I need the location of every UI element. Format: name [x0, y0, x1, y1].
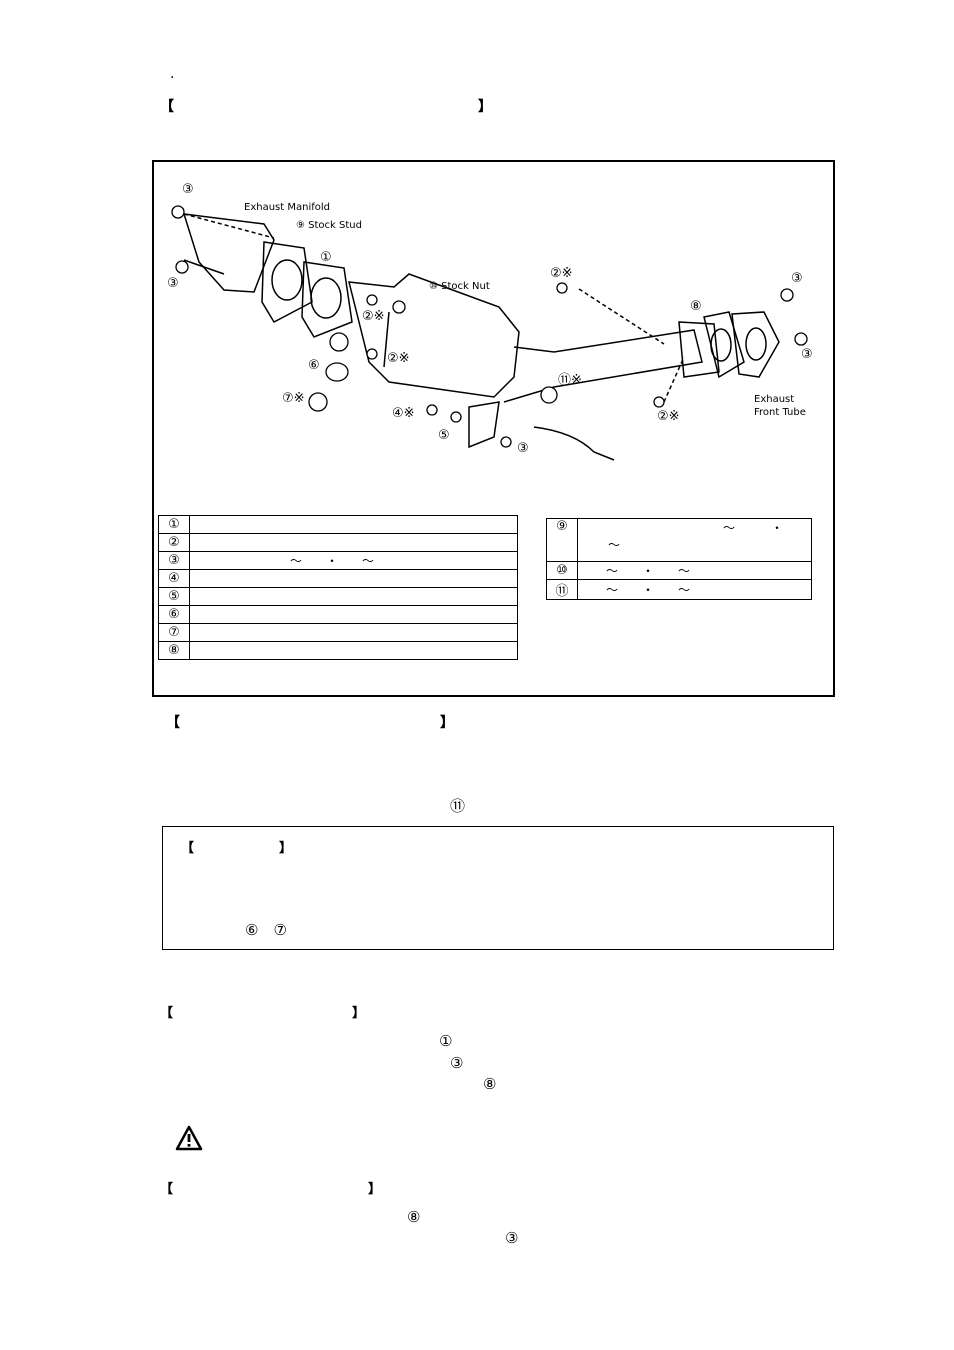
- callout-5: ⑤: [438, 428, 450, 443]
- callout-1: ①: [320, 250, 332, 265]
- notice-refs: ⑥ ⑦: [245, 921, 287, 939]
- callout-11: ⑪※: [558, 373, 582, 388]
- table-row: ⑥: [158, 605, 518, 624]
- section3-ref1: ①: [439, 1032, 453, 1050]
- section3-ref2: ③: [450, 1054, 464, 1072]
- label-exhaust-manifold: Exhaust Manifold: [244, 202, 330, 213]
- section2-ref: ⑪: [450, 797, 466, 815]
- section4-bracket-open: 【: [160, 1182, 174, 1197]
- table-row: ⑪～ ・ ～: [546, 579, 812, 600]
- table-row: ⑧: [158, 641, 518, 660]
- section3-bracket-open: 【: [160, 1006, 174, 1021]
- callout-6: ⑥: [308, 358, 320, 373]
- parts-diagram-frame: Exhaust Manifold ⑨ Stock Stud ⑩ Stock Nu…: [152, 160, 835, 697]
- notice-bracket-open: 【: [181, 841, 195, 856]
- section4-ref1: ⑧: [407, 1208, 421, 1226]
- callout-3d: ③: [791, 271, 803, 286]
- section3-bracket-close: 】: [352, 1006, 366, 1021]
- section4-ref2: ③: [505, 1229, 519, 1247]
- parts-table-left: ① ② ③～ ・ ～ ④ ⑤ ⑥ ⑦ ⑧: [158, 515, 518, 660]
- warning-icon: [175, 1125, 203, 1151]
- exhaust-diagram: Exhaust Manifold ⑨ Stock Stud ⑩ Stock Nu…: [167, 182, 813, 461]
- parts-table-right: ⑨ ～ ・ ～ ⑩～ ・ ～ ⑪～ ・ ～: [546, 518, 812, 600]
- table-row: ⑩～ ・ ～: [546, 561, 812, 580]
- label-stock-stud: ⑨ Stock Stud: [296, 220, 362, 231]
- section1-bracket-close: 】: [478, 99, 492, 115]
- section2-bracket-close: 】: [440, 715, 454, 731]
- table-row: ⑤: [158, 587, 518, 606]
- header-dot: .: [170, 66, 175, 82]
- callout-8: ⑧: [690, 299, 702, 314]
- callout-2c: ②※: [550, 266, 573, 281]
- section2-bracket-open: 【: [166, 715, 180, 731]
- table-row: ④: [158, 569, 518, 588]
- row9-line2: ～: [608, 538, 621, 552]
- table-row: ⑨ ～ ・ ～: [546, 518, 812, 562]
- callout-2a: ②※: [362, 309, 385, 324]
- callout-3a: ③: [182, 182, 194, 197]
- notice-box: 【 】 ⑥ ⑦: [162, 826, 834, 950]
- section3-ref3: ⑧: [483, 1075, 497, 1093]
- label-exhaust-front-tube-2: Front Tube: [754, 407, 806, 418]
- section4-bracket-close: 】: [368, 1182, 382, 1197]
- callout-4: ④※: [392, 406, 415, 421]
- table-row: ①: [158, 515, 518, 534]
- label-exhaust-front-tube-1: Exhaust: [754, 394, 794, 405]
- table-row: ②: [158, 533, 518, 552]
- label-stock-nut: ⑩ Stock Nut: [429, 281, 490, 292]
- callout-3e: ③: [801, 347, 813, 362]
- section1-bracket-open: 【: [160, 99, 174, 115]
- table-row: ⑦: [158, 623, 518, 642]
- callout-7: ⑦※: [282, 391, 305, 406]
- callout-2d: ②※: [657, 409, 680, 424]
- callout-2b: ②※: [387, 351, 410, 366]
- notice-bracket-close: 】: [279, 841, 293, 856]
- callout-3c: ③: [517, 441, 529, 456]
- callout-3b: ③: [167, 276, 179, 291]
- table-row: ③～ ・ ～: [158, 551, 518, 570]
- row9-line1: ～ ・: [723, 521, 784, 535]
